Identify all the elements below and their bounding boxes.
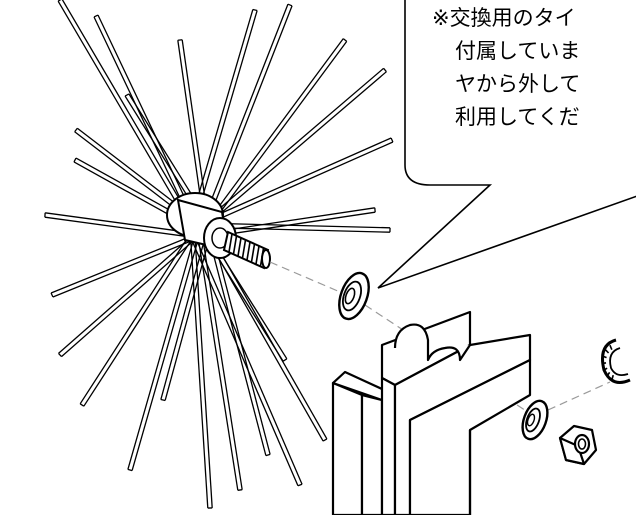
axle-thread: [246, 241, 251, 261]
clip-tooth: [604, 349, 610, 354]
wheel-spoke: [205, 233, 328, 442]
clip-tooth: [603, 367, 608, 372]
callout-line-3: ヤから外して: [455, 72, 581, 96]
callout-line-2: 付属していま: [455, 39, 581, 63]
wheel-spoke: [79, 233, 195, 407]
wheel-spoke: [189, 8, 258, 226]
wheel-spoke: [127, 224, 203, 472]
threaded-axle-bolt: [222, 230, 271, 270]
wheel-spoke: [44, 212, 193, 238]
wheel-spoke: [197, 234, 243, 491]
wheel-spoke: [189, 224, 213, 509]
wheel-spoke: [205, 38, 348, 227]
axle-thread: [250, 243, 256, 263]
clip-tooth: [609, 344, 613, 350]
callout-bubble: [377, 0, 636, 289]
wheel-spoke: [58, 222, 210, 358]
flat-washer-left: [338, 271, 370, 321]
wheel-spoke: [189, 233, 303, 487]
callout-text: ※交換用のタイ 付属していま ヤから外して 利用してくだ: [432, 2, 636, 134]
flat-washer-right: [521, 399, 549, 441]
clip-tooth: [606, 371, 611, 377]
wheel-spoke: [198, 137, 394, 228]
axle-thread: [255, 245, 260, 265]
callout-line-4: 利用してくだ: [455, 105, 580, 129]
retaining-clip: [601, 338, 631, 384]
wheel-spoke: [50, 232, 202, 298]
axle-thread: [228, 233, 233, 253]
u-channel-frame: [331, 310, 532, 515]
clip-tooth: [602, 355, 607, 359]
hex-nut: [558, 424, 598, 466]
wheel-spoke: [197, 3, 293, 237]
wheel-spoke: [160, 234, 211, 402]
clip-tooth: [611, 374, 615, 381]
wheel-spoke: [57, 0, 195, 227]
axle-thread: [237, 237, 242, 257]
wheel-spoke: [190, 67, 387, 238]
axle-thread: [232, 235, 238, 255]
axle-thread: [241, 239, 247, 259]
callout-line-1: ※交換用のタイ: [432, 6, 576, 30]
